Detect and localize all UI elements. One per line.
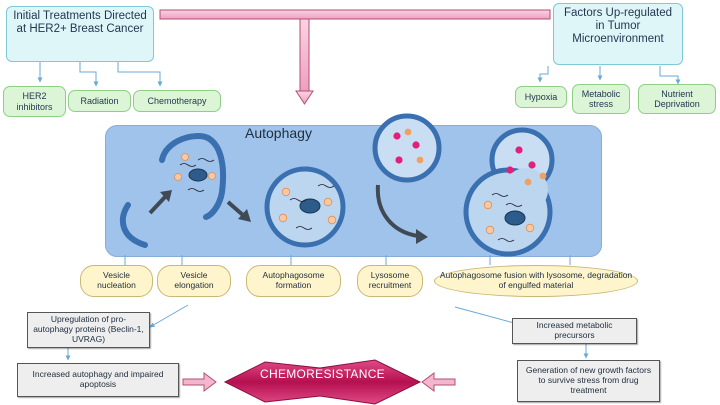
upregulation-pro-autophagy: Upregulation of pro-autophagy proteins (… — [27, 312, 150, 348]
phagophore-elongation — [159, 133, 227, 220]
initial-treatments-title: Initial Treatments Directed at HER2+ Bre… — [6, 6, 154, 62]
elongation-contents — [174, 153, 216, 192]
factor-hypoxia: Hypoxia — [515, 86, 567, 108]
pink-arrows — [182, 372, 456, 392]
autolysosome — [463, 127, 555, 257]
tumor-factors-title: Factors Up-regulated in Tumor Microenvir… — [553, 3, 683, 65]
stage-autophagosome-formation: Autophagosome formation — [246, 265, 341, 297]
treatment-chemotherapy: Chemotherapy — [133, 90, 221, 112]
stage-vesicle-elongation: Vesicle elongation — [157, 265, 231, 297]
increased-metabolic-precursors: Increased metabolic precursors — [512, 318, 637, 344]
lysosome — [372, 113, 442, 183]
stage-autophagosome-fusion: Autophagosome fusion with lysosome, degr… — [434, 265, 638, 297]
factor-nutrient-deprivation: Nutrient Deprivation — [638, 84, 716, 114]
right-title-connectors — [537, 66, 681, 85]
treatment-radiation: Radiation — [68, 90, 131, 112]
stage-lysosome-recruitment: Lysosome recruitment — [357, 265, 423, 297]
treatment-her2-inhibitors: HER2 inhibitors — [3, 86, 66, 117]
arrow-lysosome-recruitment — [375, 184, 419, 238]
panel-title: Autophagy — [245, 125, 312, 141]
left-title-connectors — [37, 62, 163, 87]
phagophore-nucleation — [119, 202, 148, 248]
arrow-nucleation-to-elongation — [148, 195, 167, 215]
stage-vesicle-nucleation: Vesicle nucleation — [80, 265, 153, 297]
new-growth-factors: Generation of new growth factors to surv… — [517, 360, 660, 402]
chemoresistance-label: CHEMORESISTANCE — [260, 367, 385, 381]
autophagosome — [264, 166, 346, 248]
arrow-elongation-to-autophagosome — [226, 200, 246, 218]
chemoresistance-star — [223, 359, 422, 405]
stage-connectors — [124, 255, 571, 265]
factor-metabolic-stress: Metabolic stress — [572, 84, 630, 114]
increased-autophagy: Increased autophagy and impaired apoptos… — [17, 363, 179, 397]
top-pink-arrow — [159, 9, 551, 105]
